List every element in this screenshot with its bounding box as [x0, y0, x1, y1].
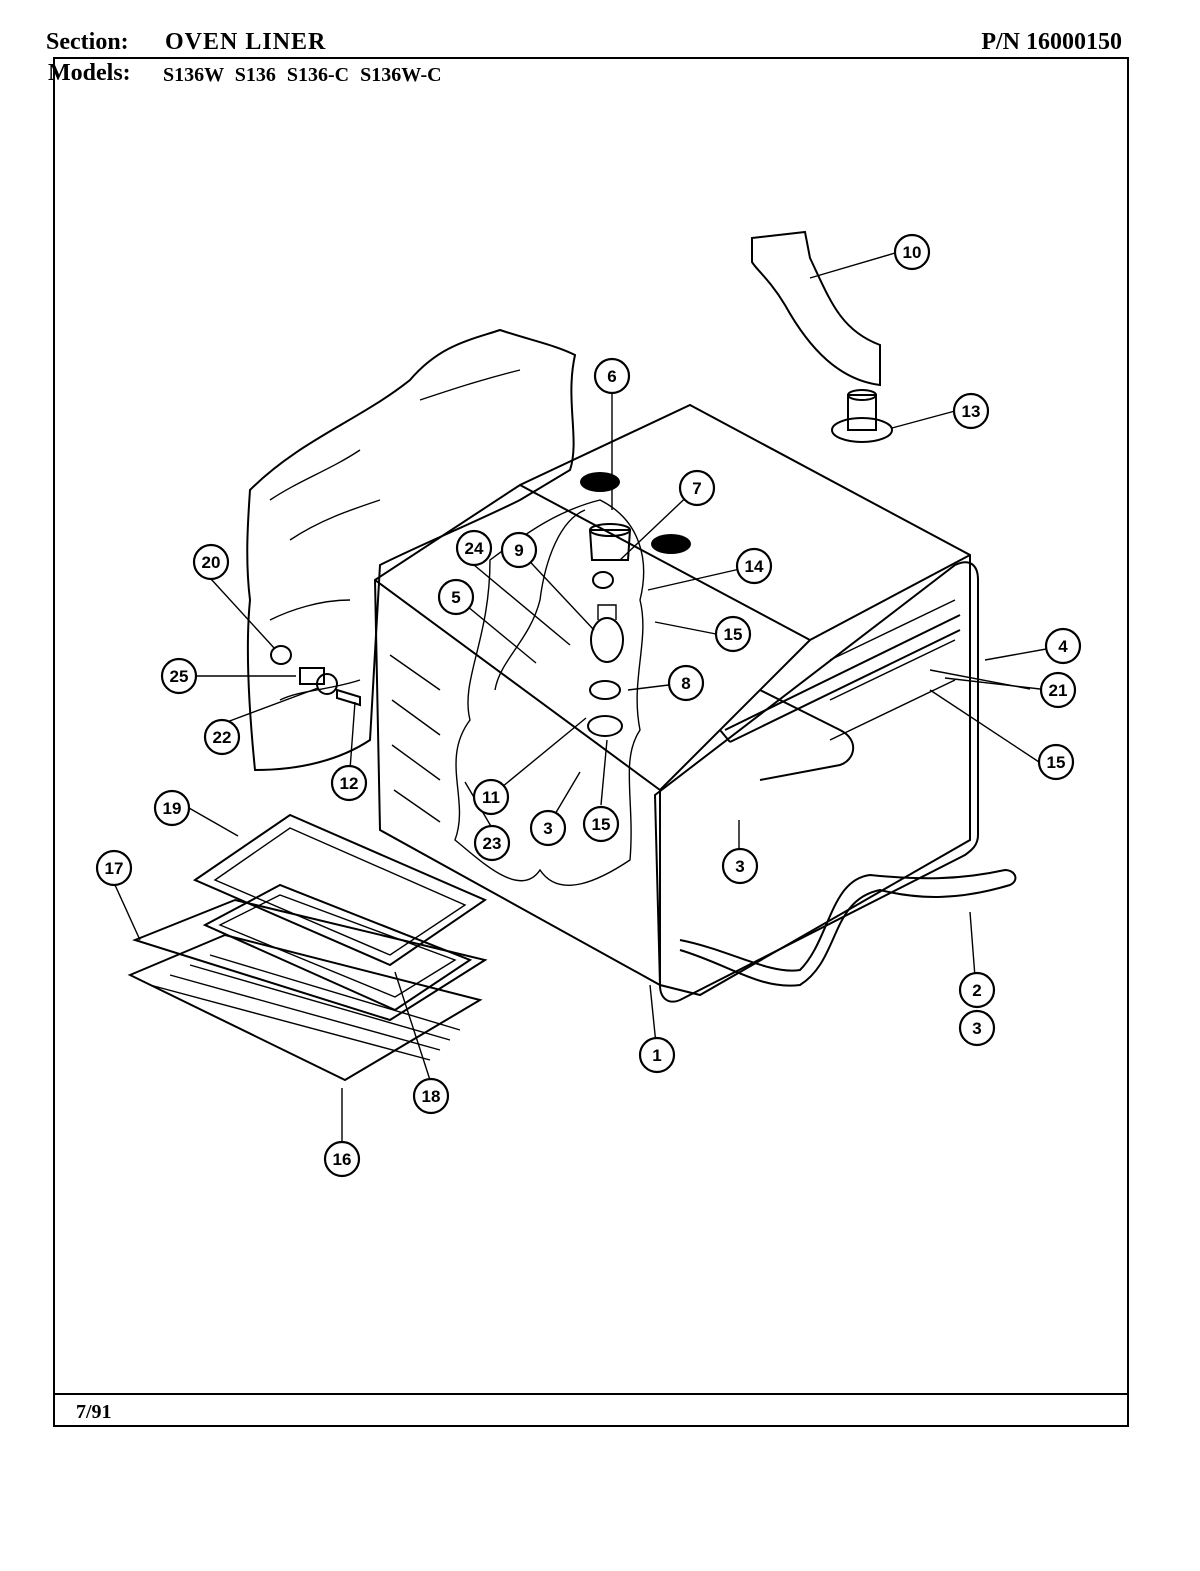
- callout-label: 12: [340, 774, 359, 793]
- insulation-blanket: [246, 328, 577, 772]
- callout-10: 10: [893, 233, 931, 271]
- callout-15: 15: [582, 805, 620, 843]
- callout-13: 13: [952, 392, 990, 430]
- callout-17: 17: [95, 849, 133, 887]
- callout-5: 5: [437, 578, 475, 616]
- callout-25: 25: [160, 657, 198, 695]
- lens-gasket: [587, 715, 623, 737]
- callout-label: 14: [745, 557, 764, 576]
- callout-18: 18: [412, 1077, 450, 1115]
- part-number: P/N 16000150: [981, 29, 1122, 55]
- callout-label: 17: [105, 859, 124, 878]
- callout-3: 3: [721, 847, 759, 885]
- callout-label: 3: [543, 819, 552, 838]
- bolt-part: [336, 688, 361, 707]
- callout-19: 19: [153, 789, 191, 827]
- callout-23: 23: [473, 824, 511, 862]
- wire: [494, 509, 586, 691]
- callout-label: 20: [202, 553, 221, 572]
- callout-21: 21: [1039, 671, 1077, 709]
- footer-divider: [53, 1393, 1129, 1395]
- callout-24: 24: [455, 529, 493, 567]
- callout-label: 19: [163, 799, 182, 818]
- callout-label: 18: [422, 1087, 441, 1106]
- callout-label: 7: [692, 479, 701, 498]
- callout-label: 4: [1058, 637, 1068, 656]
- callout-label: 1: [652, 1046, 661, 1065]
- callout-15: 15: [714, 615, 752, 653]
- callout-label: 15: [724, 625, 743, 644]
- callout-11: 11: [472, 778, 510, 816]
- lamp-socket: [588, 529, 632, 561]
- diagram-frame: [53, 57, 1129, 1427]
- oven-rack: [127, 898, 488, 1082]
- lamp-bulb: [590, 617, 624, 663]
- spacer-part: [299, 667, 325, 685]
- callout-3: 3: [958, 1009, 996, 1047]
- vent-collar: [831, 389, 893, 443]
- callout-label: 9: [514, 541, 523, 560]
- section-label: Section:: [46, 29, 129, 55]
- callout-2: 2: [958, 971, 996, 1009]
- revision-date: 7/91: [76, 1401, 112, 1423]
- vent-opening: [651, 534, 691, 554]
- callout-label: 21: [1049, 681, 1068, 700]
- callout-3: 3: [529, 809, 567, 847]
- callout-label: 15: [1047, 753, 1066, 772]
- callout-14: 14: [735, 547, 773, 585]
- oven-liner-cavity: [373, 403, 1017, 1003]
- callout-9: 9: [500, 531, 538, 569]
- callout-4: 4: [1044, 627, 1082, 665]
- callout-label: 23: [483, 834, 502, 853]
- callout-label: 25: [170, 667, 189, 686]
- callout-label: 11: [482, 788, 500, 807]
- callout-16: 16: [323, 1140, 361, 1178]
- callout-15: 15: [1037, 743, 1075, 781]
- callout-8: 8: [667, 664, 705, 702]
- callout-label: 16: [333, 1150, 352, 1169]
- vent-duct: [751, 230, 881, 387]
- callout-6: 6: [593, 357, 631, 395]
- section-title: OVEN LINER: [165, 29, 327, 55]
- callout-7: 7: [678, 469, 716, 507]
- callout-22: 22: [203, 718, 241, 756]
- callout-label: 2: [972, 981, 981, 1000]
- callout-label: 8: [681, 674, 690, 693]
- callout-label: 22: [213, 728, 232, 747]
- callout-label: 3: [735, 857, 744, 876]
- lamp-receptacle: [592, 571, 614, 589]
- callout-label: 13: [962, 402, 981, 421]
- vent-opening: [580, 472, 620, 492]
- callout-1: 1: [638, 1036, 676, 1074]
- broiler-pan-insert: [192, 813, 488, 967]
- callout-label: 3: [972, 1019, 981, 1038]
- callout-label: 5: [451, 588, 460, 607]
- callout-12: 12: [330, 764, 368, 802]
- knob-part: [270, 645, 292, 665]
- callout-label: 15: [592, 815, 611, 834]
- callout-label: 6: [607, 367, 616, 386]
- washer-part: [316, 673, 338, 695]
- callout-20: 20: [192, 543, 230, 581]
- models-label: Models:: [48, 60, 131, 86]
- callout-label: 10: [903, 243, 922, 262]
- models-list: S136W S136 S136-C S136W-C: [163, 64, 442, 86]
- callout-label: 24: [465, 539, 484, 558]
- lens: [589, 680, 621, 700]
